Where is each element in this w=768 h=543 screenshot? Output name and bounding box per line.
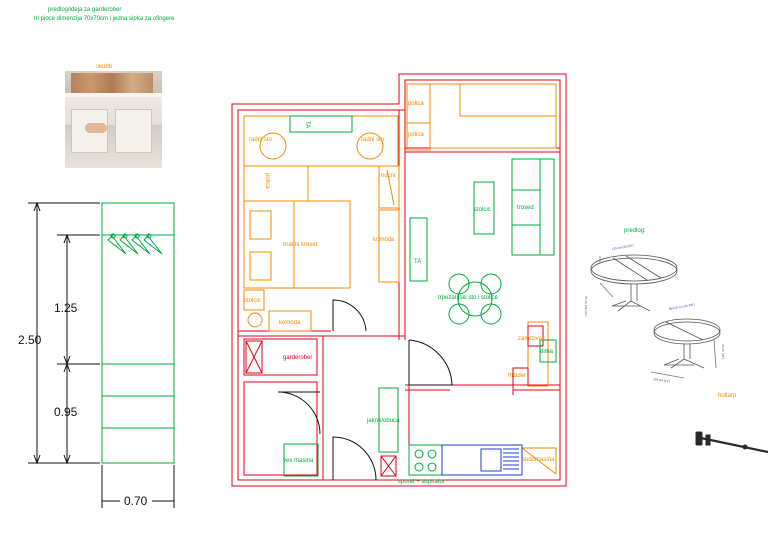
label-garderober: garderober bbox=[283, 355, 312, 361]
label-zamrzivac: zamrzivac bbox=[518, 336, 545, 342]
label-radni-sto-right: radni sto bbox=[361, 137, 385, 143]
dishwasher-corner bbox=[522, 447, 557, 474]
door-swings bbox=[277, 299, 453, 481]
door-bathroom-arc bbox=[277, 391, 321, 435]
photo-hand bbox=[85, 123, 107, 133]
tv-unit-living bbox=[409, 217, 428, 282]
label-polica-wall: polica bbox=[264, 173, 270, 189]
dim-label-1: 120 cm (30 3/4") bbox=[611, 243, 633, 251]
brand-label: hultarp bbox=[718, 393, 737, 399]
bed bbox=[243, 200, 351, 289]
wardrobe-drawer-1 bbox=[101, 363, 175, 397]
chair-left bbox=[259, 132, 287, 160]
entrance-cross bbox=[380, 455, 397, 477]
wardrobe-drawer-3 bbox=[101, 427, 175, 464]
photo-hanging-clothes bbox=[71, 73, 153, 93]
photo-label: skubb bbox=[96, 64, 113, 70]
stool-living bbox=[473, 181, 495, 235]
label-frizider: frizider bbox=[508, 373, 526, 379]
dim-hanging-height: 1.25 bbox=[54, 301, 78, 315]
label-polica-1: polica bbox=[408, 101, 424, 107]
header-line1: predlog/ideja za garderober bbox=[48, 7, 121, 13]
chair-right bbox=[356, 132, 384, 160]
nightstand-left bbox=[243, 165, 309, 202]
green-elements bbox=[283, 115, 557, 477]
outer-wall-outline bbox=[231, 73, 567, 487]
label-stolcic-living: stolcic bbox=[474, 207, 491, 213]
dining-table bbox=[457, 281, 493, 317]
dim-drawers-height: 0.95 bbox=[54, 405, 78, 419]
label-jakne-obuca: jakne/obuca bbox=[366, 418, 400, 424]
label-ta-top: TA bbox=[304, 121, 310, 128]
zamrzivac-box bbox=[527, 321, 549, 387]
label-sudomasina: sudomasina bbox=[522, 457, 555, 463]
dim-total-height: 2.50 bbox=[18, 333, 42, 347]
dining-table-photo bbox=[580, 228, 730, 383]
wardrobe-photo bbox=[65, 71, 162, 168]
sink bbox=[441, 444, 523, 476]
table-dim-labels: 120 cm (30 3/4") 75 cm (29 1/2") 90/120 … bbox=[584, 243, 725, 383]
label-klima: klima bbox=[539, 349, 554, 355]
table-drawings bbox=[590, 254, 721, 379]
photo-shelf bbox=[65, 93, 162, 97]
photo-box-right bbox=[115, 109, 152, 153]
hanger-group bbox=[107, 233, 163, 255]
sofa bbox=[511, 158, 555, 256]
zamrzivac-inner bbox=[527, 325, 544, 347]
table-top-round bbox=[653, 318, 721, 342]
dim-width: 0.70 bbox=[124, 494, 148, 508]
dim-label-2: 75 cm (29 1/2") bbox=[584, 296, 588, 316]
table-pedestal-1 bbox=[611, 284, 651, 312]
dim-label-3: 90/120 cm (35 3/8") bbox=[668, 302, 695, 310]
hultarp-rail bbox=[695, 431, 768, 454]
dresser-right bbox=[378, 209, 400, 283]
label-sporet: sporet + aspirator bbox=[398, 479, 445, 485]
wardrobe-outline bbox=[101, 202, 175, 464]
dim-label-4: 74 cm (29") bbox=[721, 344, 725, 359]
red-details bbox=[245, 340, 397, 477]
label-komoda-right: komoda bbox=[373, 237, 395, 243]
label-polica-2: polica bbox=[408, 132, 424, 138]
label-table: trpezarijski sto i stolice bbox=[438, 295, 499, 301]
stool-bed bbox=[243, 289, 265, 311]
tv-unit-bedroom bbox=[289, 115, 353, 133]
label-bracni-krevet: bracni krevet bbox=[283, 242, 318, 248]
table-pedestal-2 bbox=[663, 344, 705, 369]
dimension-lines bbox=[28, 201, 175, 508]
klima-box bbox=[539, 339, 557, 363]
wardrobe-elevation bbox=[101, 202, 175, 464]
dim-label-5: 104 cm (41") bbox=[653, 377, 670, 383]
pillow-1 bbox=[249, 210, 272, 240]
wardrobe-drawer-2 bbox=[101, 395, 175, 429]
door-entrance bbox=[332, 436, 377, 481]
stool-circle bbox=[247, 312, 263, 328]
door-living bbox=[408, 339, 453, 386]
label-komoda-bottom: komoda bbox=[279, 320, 301, 326]
label-nocni: nocni bbox=[381, 173, 395, 179]
dresser-bottom bbox=[268, 310, 312, 332]
bedroom-furniture bbox=[243, 83, 557, 475]
stove bbox=[408, 444, 443, 476]
label-ta-living: TA bbox=[414, 259, 421, 265]
frizider-box bbox=[512, 367, 529, 386]
washing-machine bbox=[283, 443, 319, 477]
label-trosed: trosed bbox=[517, 205, 534, 211]
header-line2: tri pioce dimenzija 70x70cm i jedna sipk… bbox=[34, 16, 175, 22]
table-top-extended bbox=[590, 254, 678, 282]
nocni-table bbox=[378, 165, 400, 209]
jacket-rack bbox=[378, 387, 399, 453]
garderober-cross bbox=[245, 340, 263, 374]
label-radni-sto-left: radni sto bbox=[249, 137, 273, 143]
door-bedroom bbox=[332, 299, 367, 332]
pillow-2 bbox=[249, 251, 272, 281]
label-stolcic-bed: stolcic bbox=[244, 298, 261, 304]
proposal-label: predlog: bbox=[624, 228, 646, 234]
label-ves-masina: ves masina bbox=[283, 458, 314, 464]
